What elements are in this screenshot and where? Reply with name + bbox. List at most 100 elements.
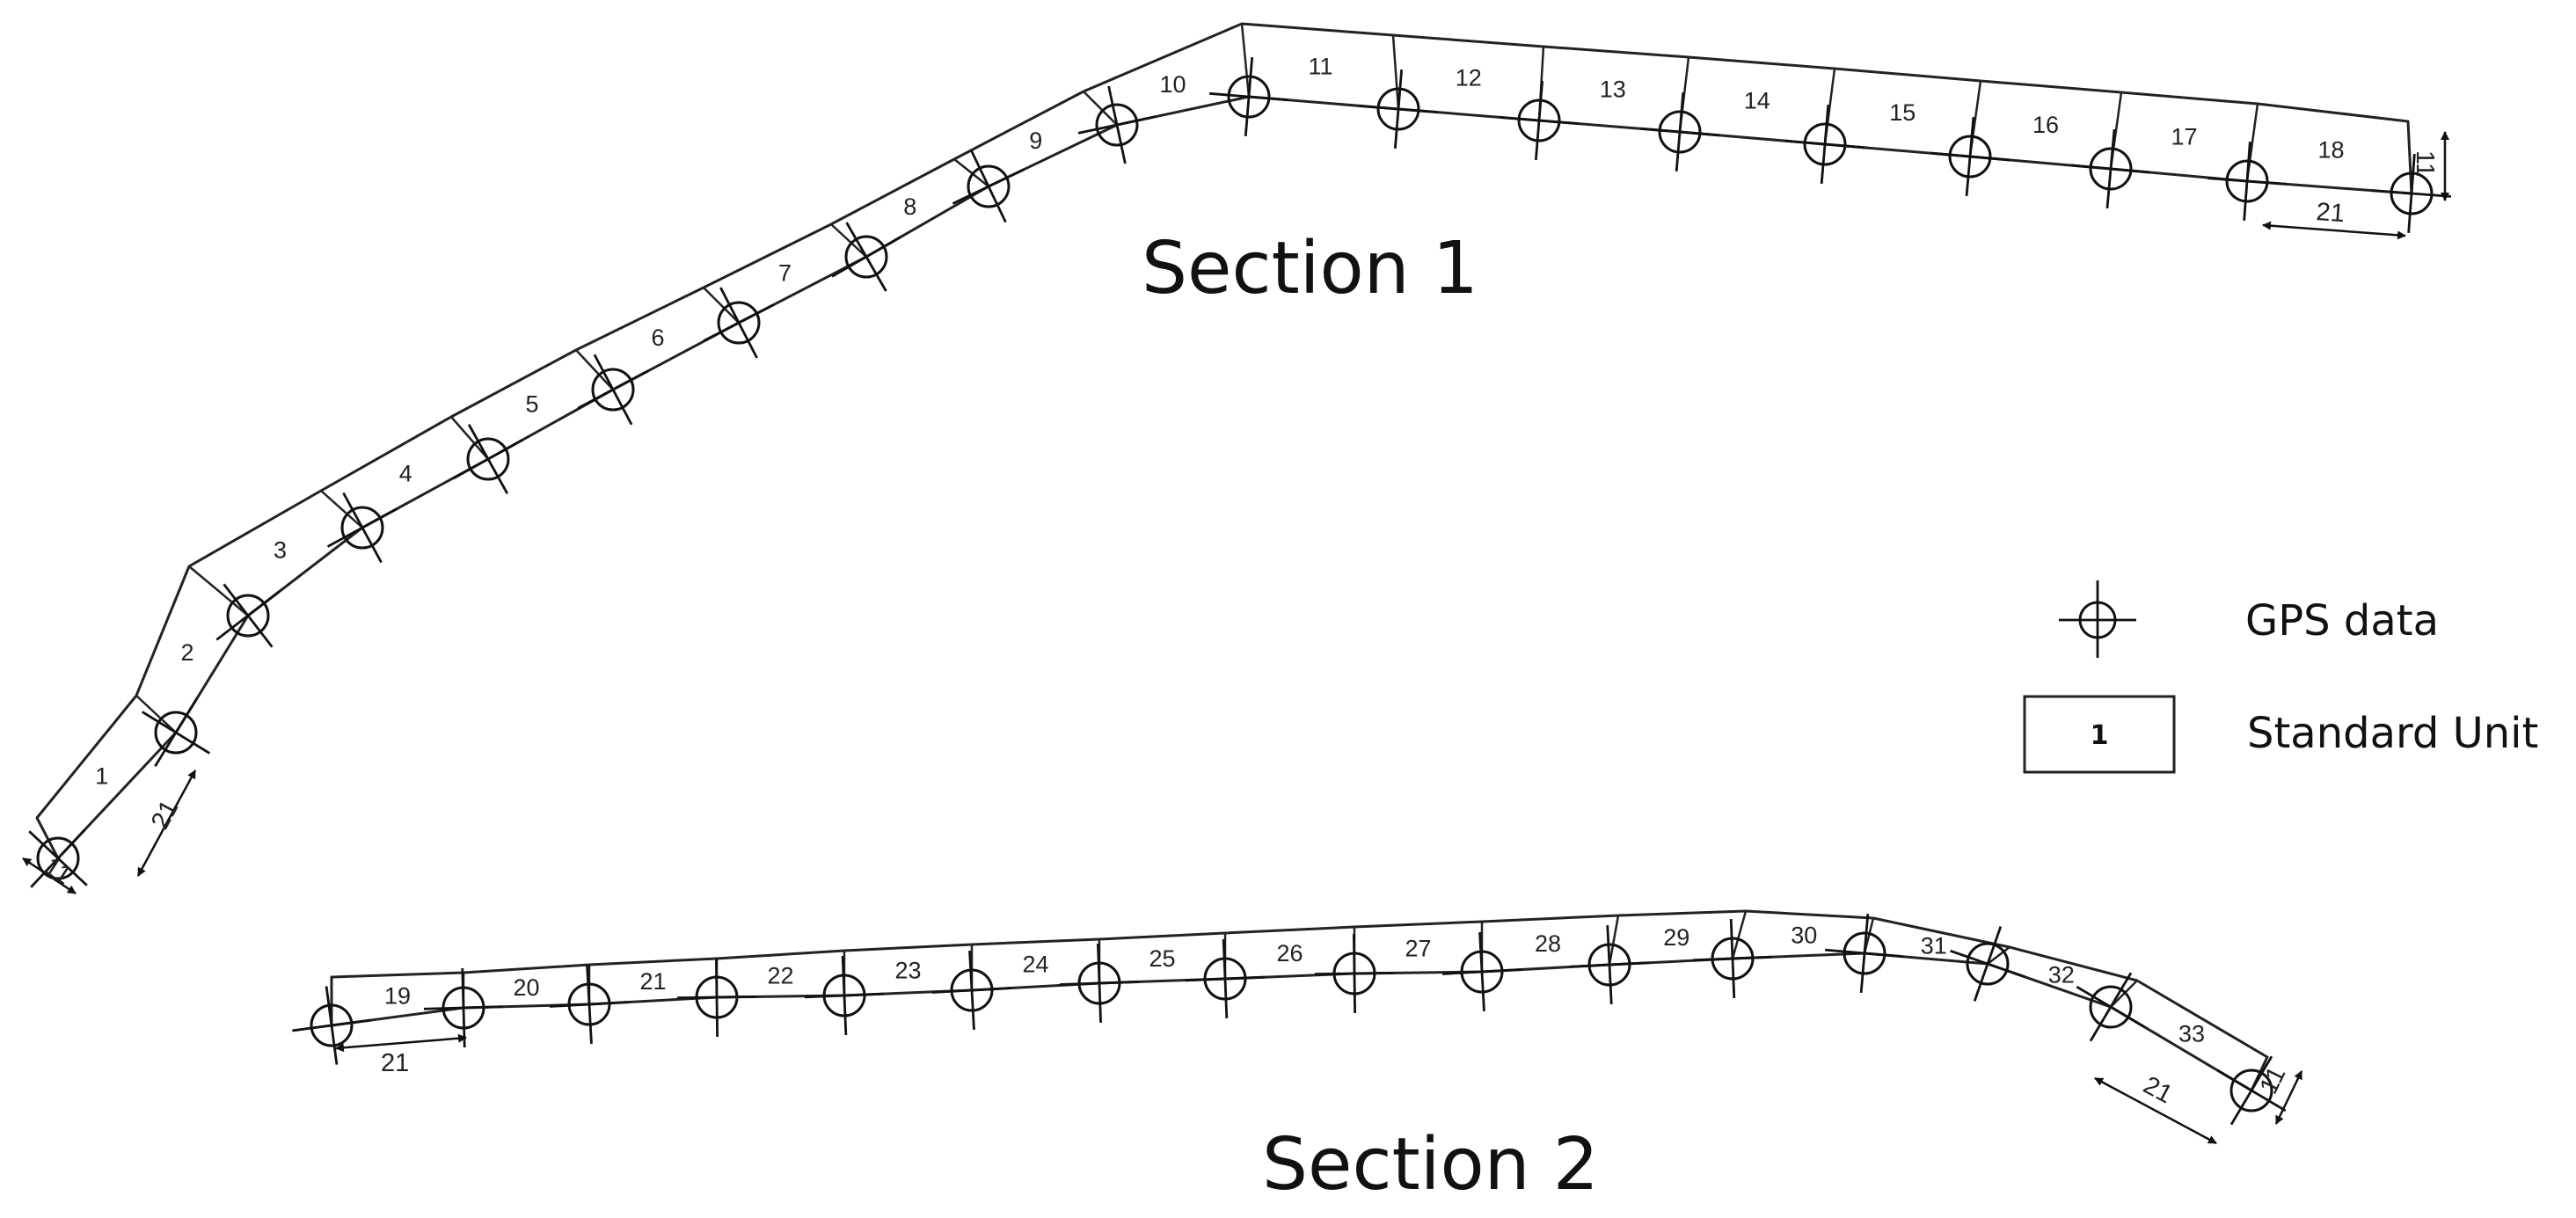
section-2-start-length-label: 21 bbox=[381, 1049, 409, 1077]
unit-label: 3 bbox=[274, 537, 287, 564]
unit-label: 18 bbox=[2317, 137, 2344, 164]
gps-marker-icon bbox=[703, 287, 775, 359]
gps-marker-icon bbox=[1314, 933, 1395, 1014]
unit-label: 7 bbox=[778, 259, 792, 286]
gps-marker-icon bbox=[1930, 117, 2010, 196]
unit-label: 25 bbox=[1149, 945, 1175, 972]
standard-unit-example: 1 bbox=[2091, 720, 2109, 751]
section-1-title: Section 1 bbox=[1142, 227, 1478, 310]
gps-marker-icon bbox=[1185, 938, 1266, 1019]
unit-label: 1 bbox=[95, 763, 108, 790]
unit-label: 27 bbox=[1405, 936, 1431, 962]
unit-label: 31 bbox=[1921, 932, 1947, 959]
gps-marker-icon bbox=[1950, 926, 2025, 1002]
section-1-start-width-dim: 11 bbox=[22, 852, 77, 895]
gps-marker-icon bbox=[2076, 972, 2146, 1042]
gps-marker-icon bbox=[1825, 914, 1904, 993]
gps-marker-icon bbox=[1441, 931, 1522, 1012]
gps-marker-icon bbox=[1359, 69, 1438, 149]
unit-label: 12 bbox=[1456, 65, 1482, 91]
gps-marker-icon bbox=[1640, 92, 1719, 171]
unit-separator bbox=[1987, 946, 2010, 965]
unit-separator bbox=[953, 158, 989, 187]
section-1-end-width-dim: 11 bbox=[2411, 131, 2449, 201]
gps-icon bbox=[2059, 580, 2136, 658]
unit-label: 10 bbox=[1159, 71, 1186, 98]
gps-marker-icon bbox=[215, 583, 281, 648]
gps-marker-icon bbox=[1785, 105, 1864, 184]
unit-separator bbox=[1731, 910, 1748, 959]
unit-label: 5 bbox=[525, 390, 538, 417]
unit-separator bbox=[1083, 91, 1118, 126]
gps-marker-icon bbox=[1500, 81, 1579, 160]
unit-separator bbox=[135, 695, 177, 733]
unit-label: 20 bbox=[513, 974, 539, 1001]
section-2-outline bbox=[330, 909, 2269, 1092]
section-1-end-length-dim: 21 bbox=[2262, 198, 2406, 240]
unit-label: 32 bbox=[2048, 961, 2075, 988]
section-2-end-length-dim: 21 bbox=[2094, 1071, 2217, 1145]
unit-separator bbox=[2110, 980, 2138, 1008]
gps-marker-icon bbox=[1059, 943, 1140, 1024]
gps-marker-icon bbox=[931, 950, 1012, 1031]
unit-label: 26 bbox=[1276, 940, 1303, 966]
gps-marker-icon bbox=[452, 423, 524, 495]
unit-label: 21 bbox=[639, 968, 666, 995]
gps-marker-icon bbox=[423, 967, 504, 1048]
gps-marker-icon bbox=[2216, 1055, 2287, 1126]
unit-separator bbox=[830, 223, 867, 258]
gps-marker-icon bbox=[676, 957, 757, 1038]
unit-label: 13 bbox=[1600, 76, 1626, 102]
gps-marker-icon bbox=[831, 222, 901, 292]
section-1-start-width-label: 11 bbox=[39, 852, 77, 890]
unit-label: 6 bbox=[651, 325, 664, 351]
section-1-outline bbox=[35, 22, 2413, 860]
unit-separator bbox=[703, 287, 740, 324]
unit-separator bbox=[450, 416, 489, 460]
gps-marker-icon bbox=[1692, 918, 1773, 999]
unit-label: 9 bbox=[1029, 128, 1042, 154]
gps-marker-icon bbox=[326, 492, 398, 564]
unit-label: 30 bbox=[1791, 923, 1817, 949]
unit-label: 23 bbox=[894, 957, 921, 983]
unit-separator bbox=[320, 490, 363, 529]
section-2-start-length-dim: 21 bbox=[335, 1033, 467, 1077]
gps-marker-icon bbox=[549, 964, 630, 1045]
gps-marker-icon bbox=[1569, 924, 1650, 1005]
unit-label: 28 bbox=[1535, 930, 1561, 957]
section-1-end-width-label: 11 bbox=[2411, 150, 2439, 177]
unit-label: 2 bbox=[180, 639, 193, 666]
unit-label: 16 bbox=[2032, 112, 2059, 138]
unit-label: 22 bbox=[767, 962, 793, 988]
section-1-end-length-label: 21 bbox=[2316, 198, 2346, 228]
gps-marker-icon bbox=[292, 986, 371, 1065]
gps-marker-icon bbox=[1077, 85, 1157, 164]
gps-marker-icon bbox=[952, 150, 1025, 223]
unit-label: 15 bbox=[1889, 99, 1916, 126]
gps-marker-icon bbox=[804, 955, 885, 1036]
unit-separator bbox=[1608, 915, 1620, 966]
section-1-start-length-dim: 21 bbox=[136, 769, 197, 877]
gps-legend-label: GPS data bbox=[2245, 596, 2439, 645]
section-2-end-width-label: 11 bbox=[2255, 1062, 2292, 1098]
legend: GPS data 1 Standard Unit bbox=[2023, 580, 2538, 774]
gps-marker-icon bbox=[141, 697, 211, 768]
unit-separator bbox=[575, 349, 614, 390]
gps-marker-icon bbox=[1209, 57, 1288, 136]
standard-unit-legend-label: Standard Unit bbox=[2247, 709, 2538, 758]
unit-label: 29 bbox=[1663, 924, 1689, 951]
gps-marker-icon bbox=[577, 354, 649, 426]
section-2-title: Section 2 bbox=[1262, 1123, 1599, 1207]
unit-label: 24 bbox=[1022, 952, 1048, 978]
unit-label: 14 bbox=[1744, 87, 1770, 113]
standard-unit-box bbox=[2023, 695, 2176, 774]
unit-separator bbox=[1391, 34, 1400, 110]
unit-label: 11 bbox=[1308, 53, 1332, 79]
unit-label: 8 bbox=[903, 193, 916, 220]
unit-label: 17 bbox=[2171, 123, 2197, 150]
gps-marker-icon bbox=[2207, 142, 2287, 221]
unit-label: 33 bbox=[2178, 1021, 2205, 1047]
